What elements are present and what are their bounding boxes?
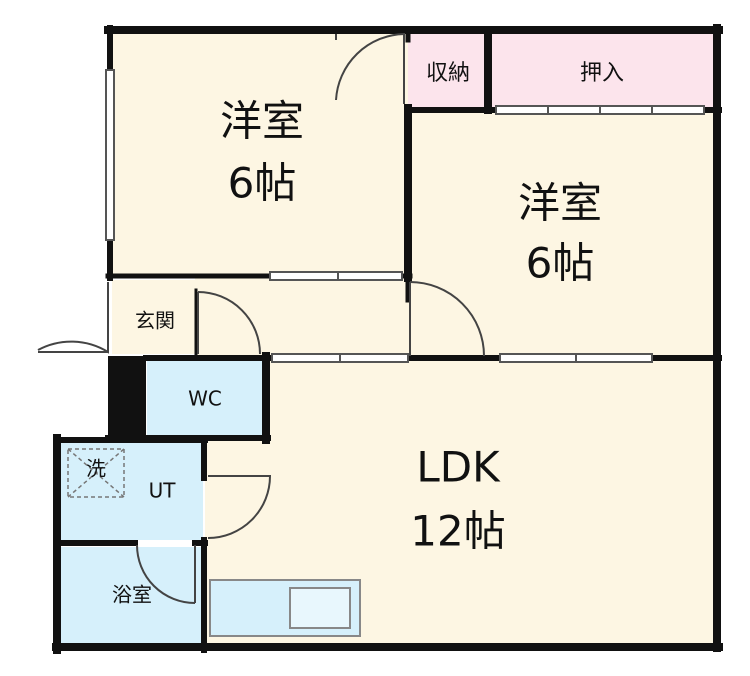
- walls: [52, 24, 723, 654]
- window-ticks: [337, 106, 653, 362]
- utility-label: UT: [149, 479, 177, 503]
- toilet-floor: [147, 360, 263, 436]
- utility-floor: [60, 443, 203, 540]
- bathroom-floor: [60, 547, 203, 644]
- bathroom-label: 浴室: [112, 583, 152, 607]
- hallway-floor: [195, 276, 408, 356]
- entrance-floor: [112, 280, 198, 354]
- ldk-name: LDK: [416, 443, 501, 492]
- door-swings: [37, 32, 485, 604]
- storage-label: 収納: [426, 61, 470, 86]
- western-room-a-name: 洋室: [220, 97, 304, 146]
- western-room-b-name: 洋室: [518, 179, 602, 228]
- western-room-a-floor: [112, 32, 408, 276]
- storage-floor: [408, 32, 488, 108]
- closet-floor: [488, 32, 713, 108]
- western-room-b-floor: [408, 112, 713, 356]
- washer-label: 洗: [86, 457, 106, 481]
- toilet-label: WC: [188, 387, 222, 411]
- western-room-a-size: 6帖: [228, 159, 297, 208]
- entrance-label: 玄関: [135, 309, 175, 333]
- closet-label: 押入: [580, 61, 624, 86]
- western-room-b-size: 6帖: [526, 239, 595, 288]
- sink: [289, 587, 351, 629]
- washer-space: [67, 448, 125, 498]
- ldk-size: 12帖: [410, 507, 505, 556]
